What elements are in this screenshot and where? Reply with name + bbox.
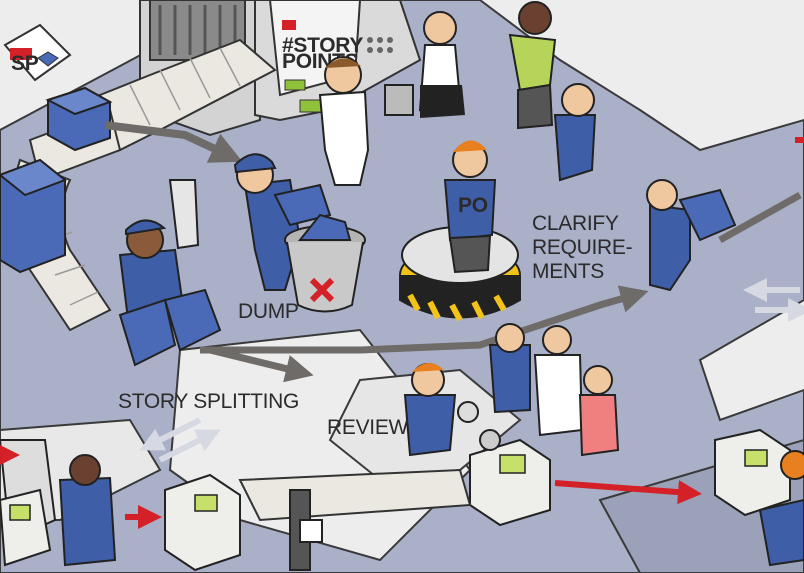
worker-carrying-box xyxy=(646,179,737,292)
flow-arrow-from-splitting xyxy=(209,346,314,383)
flow-arrow-to-dump xyxy=(104,121,243,163)
calculator-icon xyxy=(384,84,414,116)
magnifier-icon xyxy=(457,401,479,423)
checkmark-icon xyxy=(299,519,323,543)
story-box-large xyxy=(0,158,67,274)
light-arrow-left-1 xyxy=(139,417,202,451)
saw-icon xyxy=(168,179,200,250)
clarify-label-line3: MENTS xyxy=(532,260,604,283)
red-arrow-review xyxy=(554,480,702,505)
clarify-label-line2: REQUIRE- xyxy=(532,236,633,259)
shield-icon xyxy=(37,51,59,67)
light-arrow-left-2 xyxy=(158,429,221,463)
product-owner: PO xyxy=(443,140,497,274)
story-splitting-label: STORY SPLITTING xyxy=(118,390,299,413)
po-badge: PO xyxy=(458,194,488,217)
machine-logo-icon xyxy=(282,20,296,30)
story-splitting-worker xyxy=(118,179,222,367)
dump-label: DUMP xyxy=(238,300,299,323)
x-mark-icon xyxy=(309,277,335,303)
machine-display-icon xyxy=(284,79,306,91)
story-box-top xyxy=(45,86,113,152)
developer-with-calculator xyxy=(318,56,414,186)
man-green-shirt xyxy=(508,1,557,130)
sp-tag-label: SP xyxy=(11,52,39,75)
bottom-right-robot xyxy=(714,428,804,567)
woman-at-machine xyxy=(418,11,465,118)
review-team xyxy=(488,323,620,457)
conveyor-belt-bottom xyxy=(238,468,472,571)
bottom-left-robot-machine xyxy=(164,473,241,572)
review-robot-machine xyxy=(469,429,551,527)
story-points-line1: #STORY xyxy=(282,34,363,57)
sp-tag: SP xyxy=(3,23,72,82)
clarify-label-line1: CLARIFY xyxy=(532,212,619,235)
dump-worker xyxy=(233,153,332,291)
flow-arrow-right xyxy=(718,191,802,244)
flow-arrow-main xyxy=(200,285,649,354)
trash-can xyxy=(284,213,366,313)
woman-blue-overalls xyxy=(553,83,597,182)
review-label: REVIEW xyxy=(327,416,409,439)
reviewer-magnifier xyxy=(403,362,479,457)
satellite-dish-icon xyxy=(479,429,501,451)
